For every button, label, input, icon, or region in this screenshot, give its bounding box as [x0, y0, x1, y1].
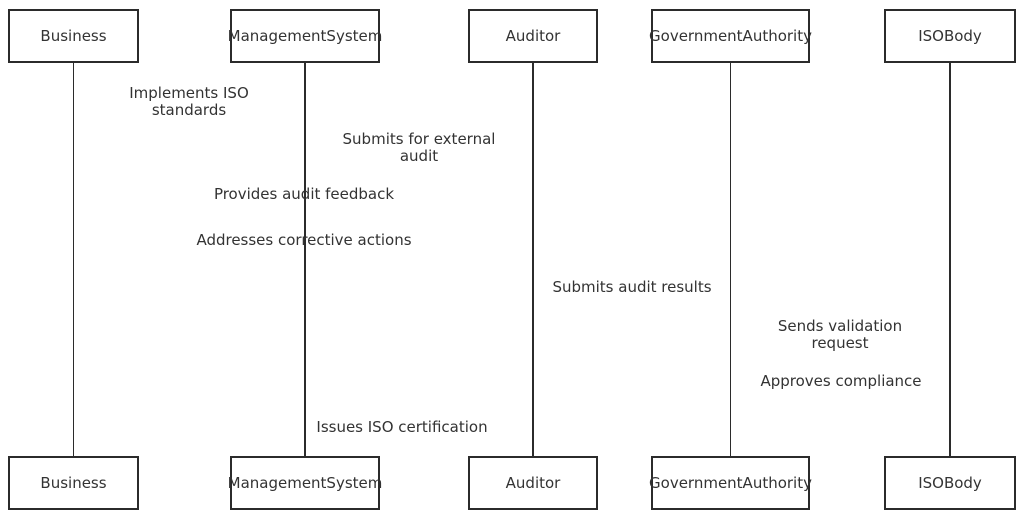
actor-box-business-top: Business [8, 9, 139, 63]
actor-box-governmentauthority-top: GovernmentAuthority [649, 9, 812, 63]
actor-box-isobody-top: ISOBody [884, 9, 1016, 63]
actor-box-business-bottom: Business [8, 456, 139, 510]
actor-box-isobody-bottom: ISOBody [884, 456, 1016, 510]
lifeline-business [72, 63, 75, 456]
actor-box-auditor-top: Auditor [468, 9, 598, 63]
message-approves-compliance: Approves compliance [760, 372, 922, 390]
lifeline-auditor [532, 63, 534, 456]
actor-box-managementsystem-top: ManagementSystem [227, 9, 383, 63]
lifeline-isobody [949, 63, 951, 456]
actor-box-managementsystem-bottom: ManagementSystem [227, 456, 383, 510]
actor-label-managementsystem-top: ManagementSystem [227, 27, 383, 45]
actor-label-isobody-bottom: ISOBody [918, 474, 982, 492]
message-provides-audit-feedback: Provides audit feedback [213, 185, 395, 203]
lifeline-managementsystem [304, 63, 306, 456]
actor-label-governmentauthority-top: GovernmentAuthority [649, 27, 812, 45]
actor-box-governmentauthority-bottom: GovernmentAuthority [649, 456, 812, 510]
message-submits-for-external-audit: Submits for external audit [342, 130, 496, 165]
message-submits-audit-results: Submits audit results [552, 278, 712, 296]
actor-label-managementsystem-bottom: ManagementSystem [227, 474, 383, 492]
message-issues-iso-certification: Issues ISO certification [316, 418, 488, 436]
actor-label-isobody-top: ISOBody [918, 27, 982, 45]
actor-label-auditor-top: Auditor [505, 27, 561, 45]
message-implements-iso-standards: Implements ISO standards [129, 84, 249, 119]
actor-label-business-bottom: Business [40, 474, 107, 492]
message-addresses-corrective-actions: Addresses corrective actions [196, 231, 412, 249]
actor-label-governmentauthority-bottom: GovernmentAuthority [649, 474, 812, 492]
lifeline-governmentauthority [729, 63, 732, 456]
actor-label-auditor-bottom: Auditor [505, 474, 561, 492]
actor-label-business-top: Business [40, 27, 107, 45]
actor-box-auditor-bottom: Auditor [468, 456, 598, 510]
message-sends-validation-request: Sends validation request [777, 317, 903, 352]
